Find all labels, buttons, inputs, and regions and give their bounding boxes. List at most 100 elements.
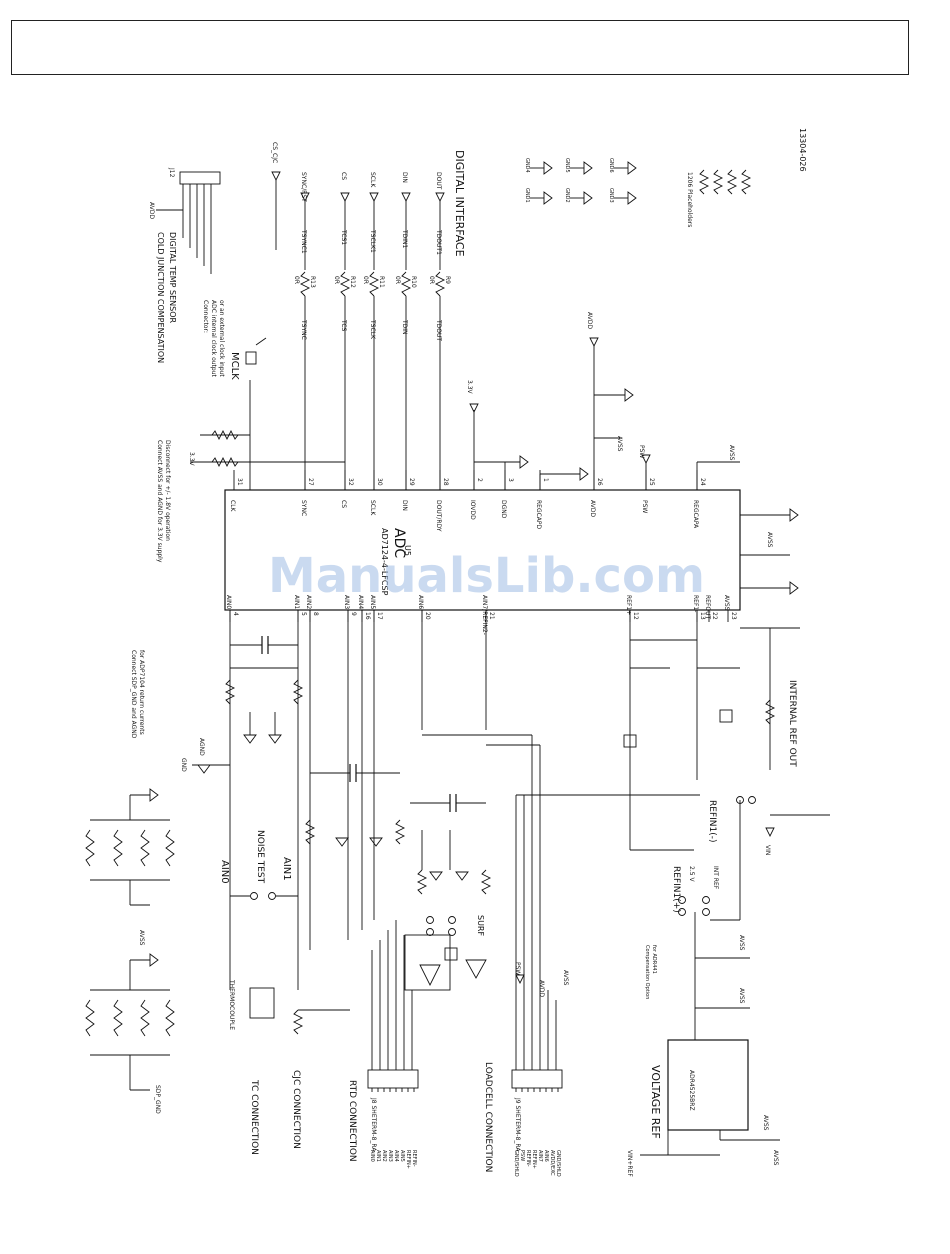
voltage-ref-label: VOLTAGE REF — [649, 1065, 662, 1139]
adc-pin-ain3: AIN3 — [343, 595, 350, 609]
resistor-designator: R10 — [410, 276, 417, 288]
adc-pin-number: 4 — [232, 612, 239, 616]
net-psw-bottom: PSW — [514, 962, 521, 975]
ground-icon — [627, 161, 637, 175]
mclk-connector[interactable] — [245, 351, 257, 365]
j9-part-label: J9 SHETERM-8_RA — [514, 1097, 521, 1152]
refin-plus-label: REFIN1(+) — [671, 866, 681, 913]
ground-icon — [583, 191, 593, 205]
digital-label-ic: TSCLK1 — [369, 229, 376, 253]
noise-test-label: NOISE TEST — [255, 830, 265, 884]
lk4-jumper-c[interactable] — [702, 896, 710, 904]
lk4-jumper-b[interactable] — [678, 908, 686, 916]
j8-pin-label: REFIN+ — [405, 1150, 411, 1169]
amp-a0-block — [404, 934, 451, 991]
digital-label-adc: TCS — [340, 319, 347, 332]
series-resistor — [368, 271, 380, 297]
adc-pin-din: DIN — [401, 500, 408, 511]
adc-pin-clk: CLK — [229, 500, 236, 513]
adc-pin-number: 27 — [307, 478, 314, 486]
net-flag-icon — [300, 192, 310, 203]
adc-pin-number: 22 — [711, 612, 718, 620]
refin-minus-label: REFIN1(-) — [707, 800, 717, 843]
net-avss-c44: AVSS — [616, 436, 623, 452]
lk3-jumper-b[interactable] — [748, 796, 756, 804]
gnd-flag-label: GND2 — [564, 188, 570, 203]
gnd-flag-label: GND1 — [524, 188, 530, 203]
series-resistor — [299, 271, 311, 297]
mclk-label: MCLK — [229, 352, 240, 380]
adc-pin-number: 21 — [488, 612, 495, 620]
resistor-designator: R9 — [444, 276, 451, 284]
net-vin: VIN — [764, 845, 771, 855]
net-3v3: 3.3V — [466, 380, 473, 395]
j8-pin-label: AIN1 — [375, 1150, 381, 1162]
ref-plus-ext-connector[interactable] — [623, 734, 637, 748]
adc-pin-refout: REFOUT — [704, 595, 711, 620]
lk4-jumper-a[interactable] — [678, 896, 686, 904]
compensation-note-2: for ADR441 — [651, 945, 657, 974]
resistor-bank-upper — [85, 788, 175, 906]
sdp-note-1: Connect SDP_GND and AGND — [130, 650, 137, 739]
net-avss-u6: AVSS — [762, 1115, 769, 1131]
tc-connection-label: TC CONNECTION — [249, 1079, 259, 1155]
net-avss-right: AVSS — [766, 532, 773, 548]
cjc-connection-label: CJC CONNECTION — [291, 1070, 301, 1149]
ref-minus-ext-connector[interactable] — [719, 709, 733, 723]
adc-pin-avdd: AVDD — [589, 500, 596, 517]
adc-pin-ain2: AIN2 — [305, 595, 312, 609]
placeholder-resistors — [698, 169, 752, 195]
adc-pin-number: 23 — [730, 612, 737, 620]
lk4-jumper-d[interactable] — [702, 908, 710, 916]
thermocouple-label: THERMOCOUPLE — [228, 979, 235, 1030]
sdp-note-2: for ADP7104 return currents — [138, 650, 145, 735]
svg-text:AVDD: AVDD — [148, 202, 155, 219]
lk5-jumper-a[interactable] — [448, 916, 456, 924]
adc-pin-number: 26 — [596, 478, 603, 486]
header-frame — [11, 20, 909, 75]
lk6-jumper-a[interactable] — [426, 916, 434, 924]
digital-signal-columns: SYNC/RSTTSYNC1TSYNCR130RCSTCS1TCSR120RSC… — [271, 142, 451, 490]
net-avss-c17: AVSS — [738, 935, 745, 951]
j8-pin-label: AIN2 — [381, 1150, 387, 1162]
compensation-note-1: Compensation Option — [644, 945, 650, 999]
adc-pin-ref1-: REF1- — [692, 595, 699, 612]
adc-pin-ain1: AIN1 — [293, 595, 300, 609]
net-avdd-bottom: AVDD — [538, 980, 545, 997]
adc-pin-regcapa: REGCAPA — [692, 500, 699, 529]
j8-pin-label: AIN0 — [369, 1150, 375, 1162]
adc-pin-number: 13 — [699, 612, 706, 620]
surf-label: SURF — [476, 915, 485, 936]
digital-interface-title: DIGITAL INTERFACE — [453, 150, 466, 257]
adc-pin-ref1-: REF1+ — [625, 595, 632, 615]
resistor-designator: R11 — [378, 276, 385, 288]
supply-note-2: Disconnect for +/- 1.8V operation — [164, 440, 171, 541]
adc-pin-dgnd: DGND — [500, 500, 507, 519]
adc-pin-number: 30 — [376, 478, 383, 486]
connector-note-1: Connector: — [202, 300, 209, 333]
adc-top-pins: CLK31SYNC27CS32SCLK30DIN29DOUT/RDY28IOVD… — [229, 470, 706, 532]
series-resistor — [339, 271, 351, 297]
gnd-flag-label: GND3 — [608, 188, 614, 203]
j12-header — [179, 171, 221, 185]
adc-pin-number: 2 — [476, 478, 483, 482]
j8-pin-label: REFIN- — [411, 1150, 417, 1167]
adc-pin-ain6: AIN6 — [417, 595, 424, 609]
lk1-jumper-a[interactable] — [250, 892, 258, 900]
lk5-jumper-b[interactable] — [448, 928, 456, 936]
adc-pin-number: 3 — [507, 478, 514, 482]
series-resistor — [434, 271, 446, 297]
lk1-jumper-b[interactable] — [268, 892, 276, 900]
adc-pin-number: 24 — [699, 478, 706, 486]
digital-label-adc: TDIN — [401, 319, 408, 335]
adc-pin-ain5: AIN5 — [369, 595, 376, 609]
lk6-jumper-b[interactable] — [426, 928, 434, 936]
digital-label-adc: TSYNC — [300, 319, 307, 340]
net-avss-bank: AVSS — [138, 930, 145, 946]
watermark: ManualsLib.com — [268, 548, 705, 604]
digital-signal-label: CS_CJC — [271, 142, 278, 163]
net-avss-regcapa: AVSS — [728, 445, 735, 461]
net-vin-ref: VIN+REF — [626, 1150, 633, 1177]
net-avdd-top: AVDD — [586, 312, 593, 329]
